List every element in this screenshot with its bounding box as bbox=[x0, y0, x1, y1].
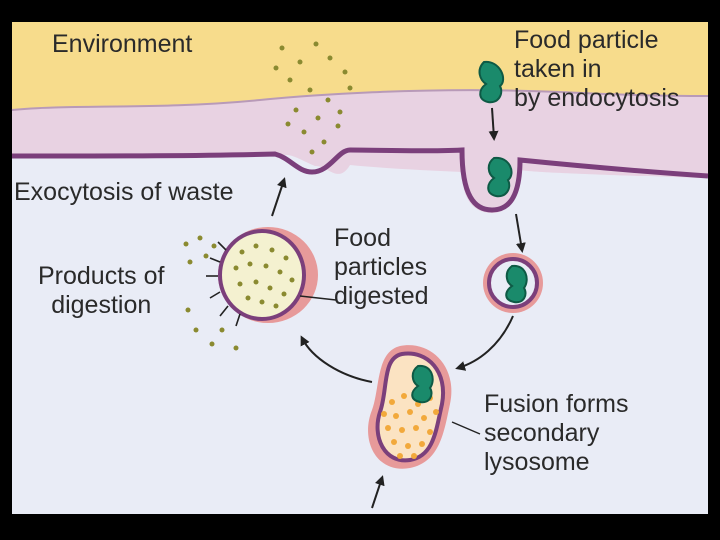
label-food-particle-taken-in: Food particle taken in by endocytosis bbox=[514, 26, 680, 112]
arrow-fusion bbox=[455, 315, 514, 371]
label-products-of-digestion: Products of digestion bbox=[38, 262, 165, 319]
secondary-lysosome bbox=[368, 345, 452, 469]
leader-digested bbox=[299, 295, 337, 301]
membrane-outer-edge bbox=[11, 89, 709, 111]
process-arrows bbox=[271, 107, 526, 509]
label-environment: Environment bbox=[52, 30, 193, 58]
food-particle-outside bbox=[478, 60, 505, 104]
leader-fusion bbox=[451, 421, 481, 435]
label-fusion-forms-secondary-lysosome: Fusion forms secondary lysosome bbox=[484, 390, 629, 476]
environment-region bbox=[12, 22, 708, 110]
digestion-product-particles bbox=[183, 235, 239, 351]
digestion-vacuole bbox=[218, 227, 318, 323]
arrow-exocytosis bbox=[271, 177, 287, 217]
exocytosed-waste-particles bbox=[273, 41, 353, 155]
arrow-food-entering bbox=[488, 107, 499, 141]
label-exocytosis-of-waste: Exocytosis of waste bbox=[14, 178, 234, 206]
food-particle-in-pit bbox=[487, 156, 513, 198]
membrane-inner-edge bbox=[11, 147, 709, 213]
arrow-vesicle-forming bbox=[515, 213, 526, 253]
arrow-primary-lysosome bbox=[371, 475, 385, 509]
diffusion-arrows bbox=[206, 241, 241, 327]
label-food-particles-digested: Food particles digested bbox=[334, 224, 429, 310]
endocytic-vesicle bbox=[483, 253, 543, 313]
digested-particles bbox=[233, 243, 295, 309]
arrow-to-digestion bbox=[300, 335, 373, 383]
